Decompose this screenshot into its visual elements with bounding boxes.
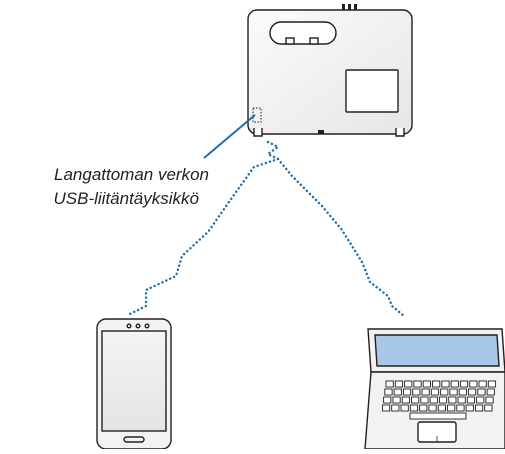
keyboard-key: [391, 404, 400, 412]
keyboard-key: [402, 388, 412, 396]
keyboard-key: [404, 380, 413, 388]
keyboard-key: [458, 388, 467, 396]
keyboard-key: [432, 380, 441, 388]
laptop-icon: [364, 328, 505, 450]
keyboard-key: [484, 404, 493, 412]
keyboard-key: [474, 404, 484, 412]
keyboard-key: [385, 380, 394, 388]
keyboard-key: [394, 380, 404, 388]
keyboard-key: [422, 380, 431, 388]
keyboard-key: [412, 388, 421, 396]
keyboard-key: [478, 380, 487, 388]
keyboard-key: [429, 396, 438, 404]
callout-leader-line: [203, 114, 256, 159]
keyboard-key: [420, 396, 429, 404]
keyboard-key: [401, 396, 410, 404]
keyboard-key: [440, 388, 449, 396]
keyboard-key: [468, 388, 477, 396]
keyboard-key: [381, 404, 391, 412]
keyboard-key: [430, 388, 440, 396]
keyboard-key: [384, 388, 393, 396]
keyboard-key: [438, 396, 448, 404]
keyboard-key: [392, 396, 401, 404]
keyboard-key: [459, 380, 469, 388]
keyboard-key: [449, 388, 458, 396]
keyboard-key: [428, 404, 437, 412]
keyboard-key: [476, 396, 485, 404]
keyboard-key: [413, 380, 422, 388]
laptop-keyboard: [381, 380, 497, 420]
keyboard-key: [477, 388, 486, 396]
keyboard-key: [450, 380, 459, 388]
keyboard-key: [419, 404, 428, 412]
keyboard-key: [465, 404, 474, 412]
keyboard-key: [456, 404, 465, 412]
keyboard-spacebar: [409, 412, 467, 420]
usb-unit-label-line2: USB-liitäntäyksikkö: [53, 189, 200, 208]
keyboard-key: [400, 404, 409, 412]
keyboard-key: [485, 396, 494, 404]
keyboard-key: [411, 396, 420, 404]
projector-icon: [247, 4, 413, 137]
wireless-link-laptop: [276, 157, 406, 318]
keyboard-key: [469, 380, 478, 388]
keyboard-key: [448, 396, 457, 404]
keyboard-key: [487, 380, 497, 388]
keyboard-key: [486, 388, 495, 396]
keyboard-key: [441, 380, 450, 388]
keyboard-key: [409, 404, 419, 412]
keyboard-key: [466, 396, 476, 404]
keyboard-key: [393, 388, 402, 396]
usb-unit-label-line1: Langattoman verkon: [54, 165, 209, 184]
keyboard-key: [421, 388, 430, 396]
keyboard-key: [383, 396, 392, 404]
keyboard-key: [457, 396, 466, 404]
smartphone-icon: [96, 318, 172, 450]
keyboard-key: [437, 404, 446, 412]
wireless-link-phone: [128, 140, 282, 316]
keyboard-key: [447, 404, 456, 412]
